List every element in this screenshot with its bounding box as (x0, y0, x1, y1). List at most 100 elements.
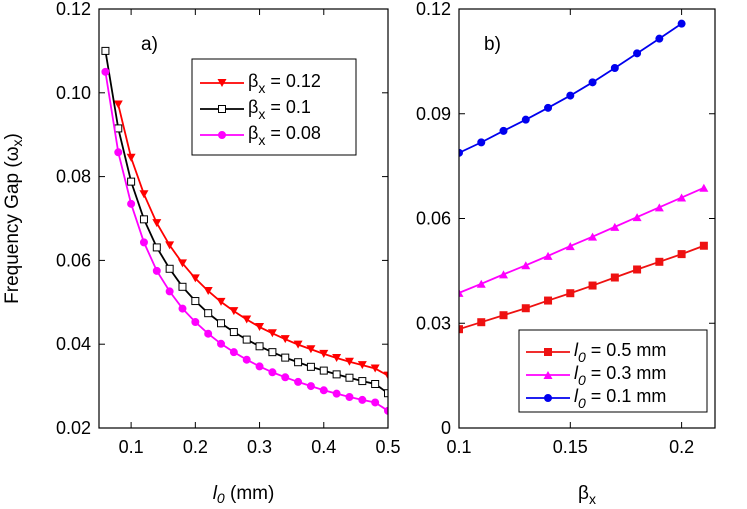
data-point (699, 241, 708, 250)
data-point (358, 377, 367, 386)
legend-entry: l0 = 0.3 mm (526, 363, 666, 388)
y-tick-label: 0.09 (416, 104, 451, 124)
series-2 (101, 67, 388, 415)
data-point (677, 19, 686, 28)
data-point (677, 250, 686, 259)
data-point (499, 126, 508, 135)
x-tick-label: 0.5 (375, 437, 400, 457)
y-tick-label: 0.12 (416, 0, 451, 19)
legend-entry: βx = 0.08 (200, 123, 321, 148)
data-point (476, 279, 486, 288)
data-point (566, 91, 575, 100)
data-point (521, 304, 530, 313)
data-point (370, 364, 380, 373)
y-tick-label: 0 (441, 418, 451, 438)
data-point (306, 362, 315, 371)
legend-entry: βx = 0.12 (200, 71, 321, 96)
y-tick-label: 0.12 (56, 0, 91, 19)
data-point (543, 251, 553, 260)
y-tick-label: 0.04 (56, 334, 91, 354)
legend-label: βx = 0.12 (248, 71, 321, 96)
data-point (267, 329, 277, 338)
x-tick-label: 0.2 (669, 437, 694, 457)
data-point (345, 373, 354, 382)
data-point (699, 183, 709, 192)
data-point (293, 340, 303, 349)
data-point (203, 286, 213, 295)
data-point (165, 264, 174, 273)
data-point (268, 368, 277, 377)
data-point (101, 46, 110, 55)
data-point (281, 353, 290, 362)
data-point (384, 389, 388, 398)
data-point (319, 386, 328, 395)
data-point (255, 323, 265, 332)
data-point (566, 289, 575, 298)
data-point (229, 348, 238, 357)
data-point (139, 190, 149, 199)
data-point (217, 319, 226, 328)
data-point (190, 274, 200, 283)
data-point (459, 325, 463, 334)
series-1 (101, 46, 388, 398)
data-point (588, 232, 598, 241)
data-point (177, 259, 187, 268)
x-tick-label: 0.1 (446, 437, 471, 457)
data-point (139, 215, 148, 224)
data-point (113, 100, 123, 109)
y-tick-label: 0.03 (416, 313, 451, 333)
legend-label: βx = 0.08 (248, 123, 321, 148)
data-point (344, 357, 354, 366)
data-point (178, 304, 187, 313)
y-tick-label: 0.10 (56, 83, 91, 103)
y-tick-label: 0.02 (56, 418, 91, 438)
legend-label: l0 = 0.1 mm (574, 386, 666, 411)
panel-label: b) (484, 34, 501, 55)
data-point (521, 261, 531, 270)
x-axis-label: βx (578, 483, 596, 507)
legend-swatch-marker (544, 394, 552, 402)
data-point (152, 243, 161, 252)
data-point (459, 288, 464, 297)
data-point (332, 354, 342, 363)
series-2 (459, 19, 686, 157)
data-point (384, 406, 388, 415)
data-point (306, 345, 316, 354)
data-point (499, 270, 509, 279)
data-point (126, 153, 136, 162)
data-point (114, 124, 123, 133)
y-tick-label: 0.08 (56, 167, 91, 187)
legend-swatch-marker (217, 79, 227, 87)
y-tick-label: 0.06 (56, 250, 91, 270)
data-point (319, 366, 328, 375)
plot-frame (98, 8, 389, 429)
series-line (459, 244, 705, 331)
data-point (655, 257, 664, 266)
data-point (357, 361, 367, 370)
data-point (654, 203, 664, 212)
series-line (459, 186, 705, 294)
data-point (204, 329, 213, 338)
data-point (242, 335, 251, 344)
legend-entry: l0 = 0.5 mm (526, 340, 666, 365)
data-point (319, 349, 329, 358)
data-point (544, 103, 553, 112)
data-point (268, 348, 277, 357)
data-point (655, 34, 664, 43)
data-point (358, 395, 367, 404)
data-point (114, 148, 123, 157)
data-point (544, 296, 553, 305)
data-point (165, 241, 175, 250)
data-point (610, 222, 620, 231)
data-point (127, 177, 136, 186)
x-tick-label: 0.3 (247, 437, 272, 457)
data-point (281, 373, 290, 382)
panel-label: a) (141, 34, 158, 55)
data-point (152, 266, 161, 275)
data-point (152, 219, 162, 228)
data-point (332, 389, 341, 398)
data-point (345, 392, 354, 401)
y-tick-label: 0.06 (416, 209, 451, 229)
